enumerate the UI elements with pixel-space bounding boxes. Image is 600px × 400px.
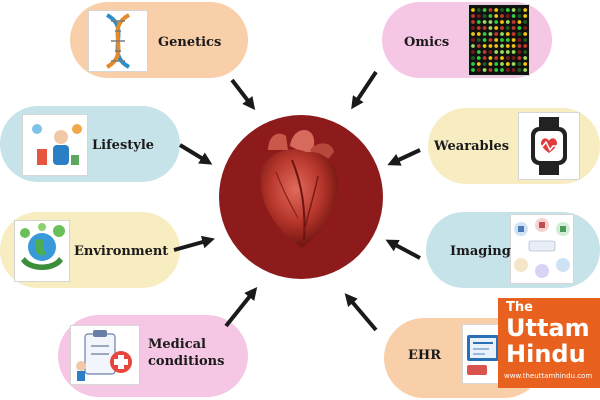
logo-line-1: The (506, 300, 533, 315)
arrow-imaging (385, 239, 421, 260)
medical-label-line-2: conditions (148, 354, 225, 369)
medical-thumbnail (70, 325, 140, 385)
smartwatch-thumbnail (518, 112, 580, 180)
arrow-wearables (387, 148, 421, 166)
dna-icon (105, 13, 131, 69)
wearables-label: Wearables (434, 139, 510, 154)
arrow-environment (173, 235, 215, 252)
microarray-thumbnail (468, 4, 530, 76)
earth-hands-icon (20, 223, 65, 270)
imaging-label: Imaging (450, 244, 511, 259)
arrow-omics (351, 70, 378, 110)
medical-conditions-label: Medical conditions (148, 336, 224, 370)
ehr-screen-icon (467, 335, 499, 375)
arrow-genetics (230, 78, 256, 111)
medical-imaging-icon (514, 218, 570, 278)
ehr-thumbnail (462, 324, 502, 384)
logo-url: www.theuttamhindu.com (504, 372, 593, 380)
dna-thumbnail (88, 10, 148, 72)
lifestyle-label: Lifestyle (92, 138, 155, 153)
microarray-icon (471, 8, 528, 72)
uttam-hindu-logo: The Uttam Hindu www.theuttamhindu.com (498, 298, 600, 388)
lifestyle-icon (32, 124, 82, 165)
clipboard-medical-icon (76, 330, 132, 381)
logo-line-2: Uttam (506, 314, 590, 342)
medical-label-line-1: Medical (148, 337, 206, 352)
lifestyle-thumbnail (22, 114, 88, 176)
logo-line-3: Hindu (506, 340, 586, 368)
arrow-medical (224, 287, 258, 328)
genetics-label: Genetics (158, 35, 222, 50)
omics-label: Omics (404, 35, 450, 50)
environment-label: Environment (74, 244, 169, 259)
imaging-thumbnail (510, 214, 574, 284)
arrow-ehr (344, 293, 378, 332)
arrow-lifestyle (178, 143, 213, 165)
environment-thumbnail (14, 220, 70, 282)
smartwatch-icon (531, 117, 567, 175)
heart-icon (260, 130, 339, 248)
ehr-label: EHR (408, 348, 441, 363)
